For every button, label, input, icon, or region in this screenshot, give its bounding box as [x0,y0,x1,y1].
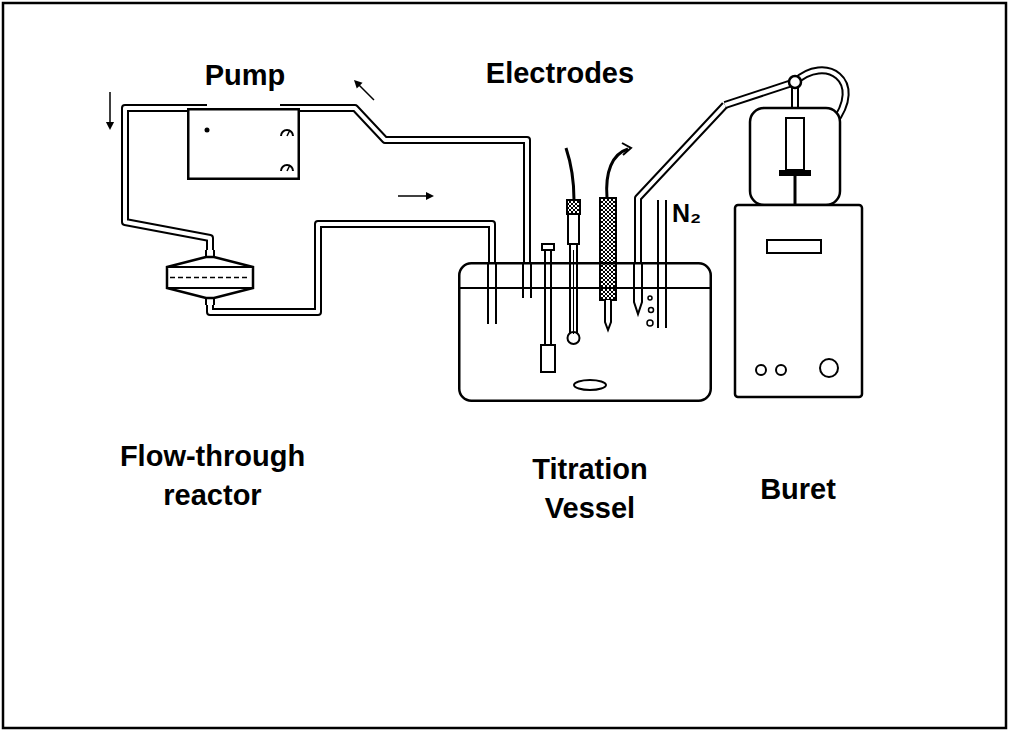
plunger-rod [794,176,797,205]
vessel-wall [459,263,711,401]
reactor-housing [167,287,253,289]
pump-body [188,109,299,179]
vessel-outlet-tube [522,262,524,298]
pump-device: Pump [178,52,314,184]
reactor-housing [167,250,253,305]
combination-electrode [567,200,580,214]
buret-display [767,240,821,253]
buret-base [735,205,862,397]
buret-tube [725,82,795,105]
pump-screw [205,128,210,133]
glass-electrode [605,300,611,330]
glass-electrode [600,198,616,300]
vessel-inlet-tube [488,262,496,324]
gas-bubbles [647,296,654,326]
pump-gauge [281,165,293,171]
part-label: Buret [718,470,878,509]
tube-connector [638,105,725,262]
glass-electrode [607,149,628,198]
tube-connector [280,108,527,262]
combination-electrode [568,214,579,244]
reagent-bottle [750,108,840,205]
buret-tube [725,82,795,105]
arrow-head [354,80,363,89]
part-label: Titration Vessel [515,450,665,528]
liquid-level [459,287,711,289]
buret-knob [776,365,786,375]
arrow-head [426,192,434,200]
syringe-barrel [786,118,804,170]
titration-vessel-outline [458,262,712,402]
stir-bar [574,380,606,390]
gas-bubbles [647,320,653,326]
flow-arrow [109,92,111,124]
titration-vessel: Titration Vessel [450,255,720,532]
flow-reactor-outline [163,250,257,305]
part-label: Electrodes [460,56,660,91]
picture-frame [3,3,1006,728]
pump-gauge [281,130,293,136]
combination-electrode [566,148,574,200]
glass-electrode [600,143,631,330]
part-label: Pump [178,56,312,95]
combination-electrode [566,148,580,344]
buret-device: Buret [718,55,880,525]
temperature-probe [542,244,554,250]
gauge-needle [287,130,290,136]
buret-knob [756,365,766,375]
glass-electrode [622,143,631,155]
vessel-inlet-tube [495,262,497,324]
tube-connector [280,80,527,262]
tube-connector [210,192,492,312]
gas-bubbles [649,308,654,313]
buret-knob [820,359,838,377]
gas-bubbles [648,296,652,300]
part-label: N₂ [672,198,732,228]
reactor-housing [167,266,253,268]
tube-connector [638,105,725,262]
syringe-plunger [779,170,811,176]
gauge-needle [287,165,290,171]
flow-arrow [358,84,374,100]
temperature-probe [541,345,555,372]
part-label: Flow-through reactor [105,437,320,515]
filter-membrane [170,277,250,279]
vessel-outlet-tube [530,262,532,298]
buret-valve [789,76,801,88]
reactor-housing [167,257,253,298]
pump-device-outline [187,108,300,180]
vessel-outlet-tube [523,262,531,298]
tube-connector [280,108,527,262]
buret-device-outline [725,60,870,400]
flow-reactor: Flow-through reactor [105,245,322,530]
flow-arrow [398,195,428,197]
arrow-head [106,122,114,130]
vessel-inlet-tube [487,262,489,324]
tube-connector [638,105,725,262]
